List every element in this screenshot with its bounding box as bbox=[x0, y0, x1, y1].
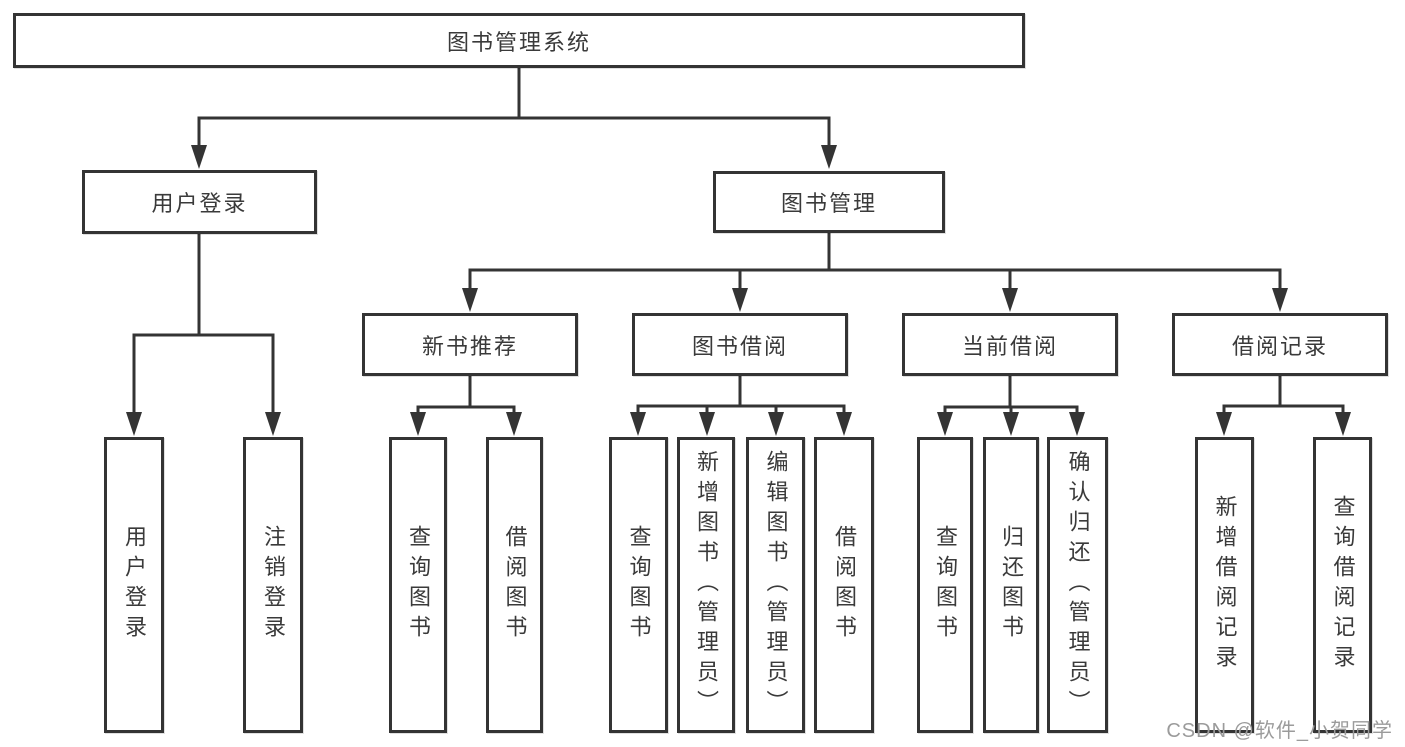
leaf-records-query: 查询借阅记录 bbox=[1313, 437, 1372, 733]
leaf-records-add-label: 新增借阅记录 bbox=[1212, 495, 1238, 675]
node-root: 图书管理系统 bbox=[13, 13, 1025, 68]
arrows-current-borrow-leaves bbox=[937, 407, 1085, 436]
leaf-newbooks-borrow-label: 借阅图书 bbox=[502, 525, 528, 645]
leaf-borrow-query: 查询图书 bbox=[609, 437, 668, 733]
watermark: CSDN @软件_小贺同学 bbox=[1166, 720, 1393, 742]
connector-root bbox=[197, 68, 831, 120]
leaf-logout-label: 注销登录 bbox=[261, 525, 286, 645]
leaf-borrow-query-label: 查询图书 bbox=[626, 525, 652, 645]
leaf-user-login: 用户登录 bbox=[104, 437, 164, 733]
node-book-mgmt-label: 图书管理 bbox=[780, 191, 877, 216]
leaf-newbooks-query-label: 查询图书 bbox=[406, 525, 431, 645]
connector-new-books bbox=[416, 376, 516, 409]
leaf-borrow-add-label: 新增图书（管理员） bbox=[694, 450, 719, 720]
arrows-user-login-leaves bbox=[126, 335, 281, 436]
node-borrow-records-label: 借阅记录 bbox=[1231, 333, 1328, 359]
leaf-current-return-label: 归还图书 bbox=[999, 525, 1024, 645]
node-root-label: 图书管理系统 bbox=[446, 29, 591, 55]
leaf-current-confirm: 确认归还（管理员） bbox=[1047, 437, 1108, 733]
leaf-records-query-label: 查询借阅记录 bbox=[1330, 495, 1356, 675]
node-current-borrow-label: 当前借阅 bbox=[961, 333, 1058, 359]
leaf-newbooks-borrow: 借阅图书 bbox=[486, 437, 543, 733]
node-borrow-records: 借阅记录 bbox=[1172, 313, 1388, 376]
leaf-current-query-label: 查询图书 bbox=[933, 525, 958, 645]
leaf-records-add: 新增借阅记录 bbox=[1195, 437, 1254, 733]
node-current-borrow: 当前借阅 bbox=[902, 313, 1118, 376]
connector-borrow-records bbox=[1222, 376, 1345, 408]
arrows-book-borrow-leaves bbox=[630, 406, 852, 436]
arrows-level1 bbox=[191, 118, 837, 169]
leaf-borrow-edit-label: 编辑图书（管理员） bbox=[763, 450, 789, 720]
node-user-login: 用户登录 bbox=[82, 170, 317, 234]
node-book-borrow: 图书借阅 bbox=[632, 313, 848, 376]
leaf-current-return: 归还图书 bbox=[983, 437, 1039, 733]
connector-book-mgmt bbox=[468, 233, 1282, 272]
node-new-books-label: 新书推荐 bbox=[421, 333, 518, 359]
connector-current-borrow bbox=[943, 376, 1079, 409]
leaf-current-confirm-label: 确认归还（管理员） bbox=[1065, 450, 1091, 720]
leaf-newbooks-query: 查询图书 bbox=[389, 437, 447, 733]
leaf-borrow-edit: 编辑图书（管理员） bbox=[746, 437, 805, 733]
leaf-borrow-add: 新增图书（管理员） bbox=[677, 437, 735, 733]
connector-book-borrow bbox=[636, 376, 846, 408]
node-book-borrow-label: 图书借阅 bbox=[691, 333, 788, 359]
node-user-login-label: 用户登录 bbox=[151, 191, 248, 216]
leaf-current-query: 查询图书 bbox=[917, 437, 973, 733]
arrows-new-books-leaves bbox=[410, 407, 522, 436]
leaf-borrow-borrow: 借阅图书 bbox=[814, 437, 874, 733]
leaf-borrow-borrow-label: 借阅图书 bbox=[832, 525, 857, 645]
leaf-logout: 注销登录 bbox=[243, 437, 303, 733]
node-book-mgmt: 图书管理 bbox=[713, 171, 945, 233]
leaf-user-login-label: 用户登录 bbox=[122, 525, 147, 645]
connector-user-login bbox=[132, 234, 275, 337]
node-new-books: 新书推荐 bbox=[362, 313, 578, 376]
arrows-level2 bbox=[462, 270, 1288, 312]
arrows-borrow-records-leaves bbox=[1216, 406, 1351, 436]
